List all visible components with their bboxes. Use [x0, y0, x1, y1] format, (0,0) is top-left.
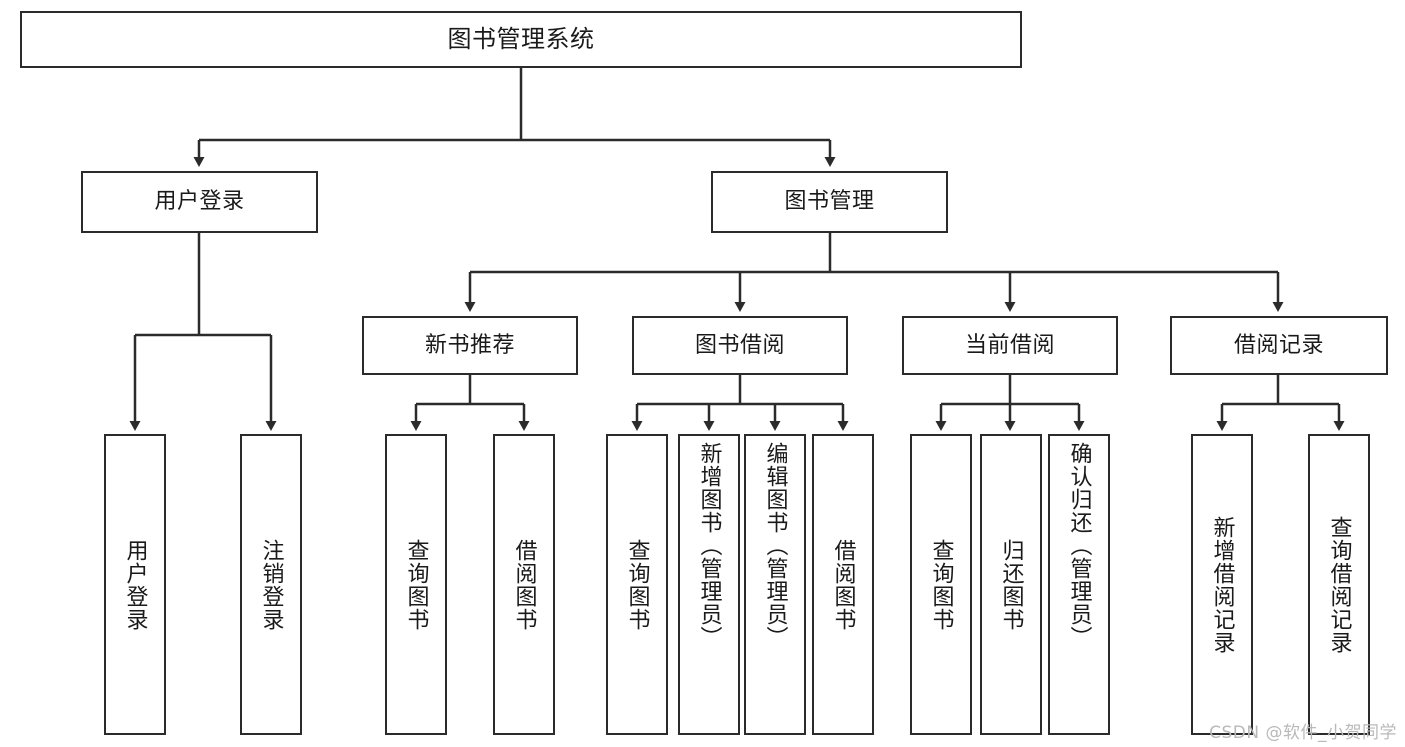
leaf-confirm-return-admin[interactable]: 确认归还（管理员）: [1048, 434, 1110, 735]
node-label: 图书管理: [784, 189, 875, 215]
node-book-management[interactable]: 图书管理: [711, 171, 948, 233]
leaf-user-logout[interactable]: 注销登录: [240, 434, 302, 735]
leaf-user-login[interactable]: 用户登录: [104, 434, 166, 735]
node-label: 新增图书（管理员）: [696, 442, 722, 649]
node-label: 用户登录: [122, 538, 148, 631]
node-label: 新书推荐: [424, 332, 515, 358]
node-book-borrow[interactable]: 图书借阅: [632, 316, 848, 375]
node-label: 查询图书: [403, 538, 429, 631]
node-label: 新增借阅记录: [1209, 515, 1235, 654]
leaf-query-book-current[interactable]: 查询图书: [910, 434, 972, 735]
node-label: 查询图书: [928, 538, 954, 631]
leaf-borrow-book[interactable]: 借阅图书: [812, 434, 874, 735]
node-label: 借阅图书: [830, 538, 856, 631]
node-label: 编辑图书（管理员）: [762, 442, 788, 649]
node-user-login[interactable]: 用户登录: [81, 171, 318, 233]
leaf-query-book-recommend[interactable]: 查询图书: [385, 434, 447, 735]
leaf-query-book-borrow[interactable]: 查询图书: [606, 434, 668, 735]
node-new-book-recommend[interactable]: 新书推荐: [362, 316, 578, 375]
leaf-query-borrow-record[interactable]: 查询借阅记录: [1308, 434, 1370, 735]
node-label: 当前借阅: [964, 332, 1055, 358]
leaf-return-book[interactable]: 归还图书: [980, 434, 1042, 735]
node-root-system[interactable]: 图书管理系统: [20, 11, 1022, 68]
node-label: 图书管理系统: [447, 24, 595, 53]
node-label: 借阅图书: [511, 538, 537, 631]
node-label: 借阅记录: [1233, 332, 1324, 358]
leaf-add-book-admin[interactable]: 新增图书（管理员）: [678, 434, 740, 735]
node-label: 查询图书: [624, 538, 650, 631]
leaf-borrow-book-recommend[interactable]: 借阅图书: [493, 434, 555, 735]
node-borrow-record[interactable]: 借阅记录: [1170, 316, 1388, 375]
node-label: 用户登录: [154, 189, 245, 215]
node-label: 查询借阅记录: [1326, 515, 1352, 654]
node-label: 归还图书: [998, 538, 1024, 631]
csdn-watermark: CSDN @软件_小贺同学: [1209, 723, 1397, 743]
node-label: 确认归还（管理员）: [1066, 442, 1092, 649]
leaf-edit-book-admin[interactable]: 编辑图书（管理员）: [744, 434, 806, 735]
node-label: 注销登录: [258, 538, 284, 631]
leaf-add-borrow-record[interactable]: 新增借阅记录: [1191, 434, 1253, 735]
node-current-borrow[interactable]: 当前借阅: [902, 316, 1118, 375]
node-label: 图书借阅: [694, 332, 785, 358]
